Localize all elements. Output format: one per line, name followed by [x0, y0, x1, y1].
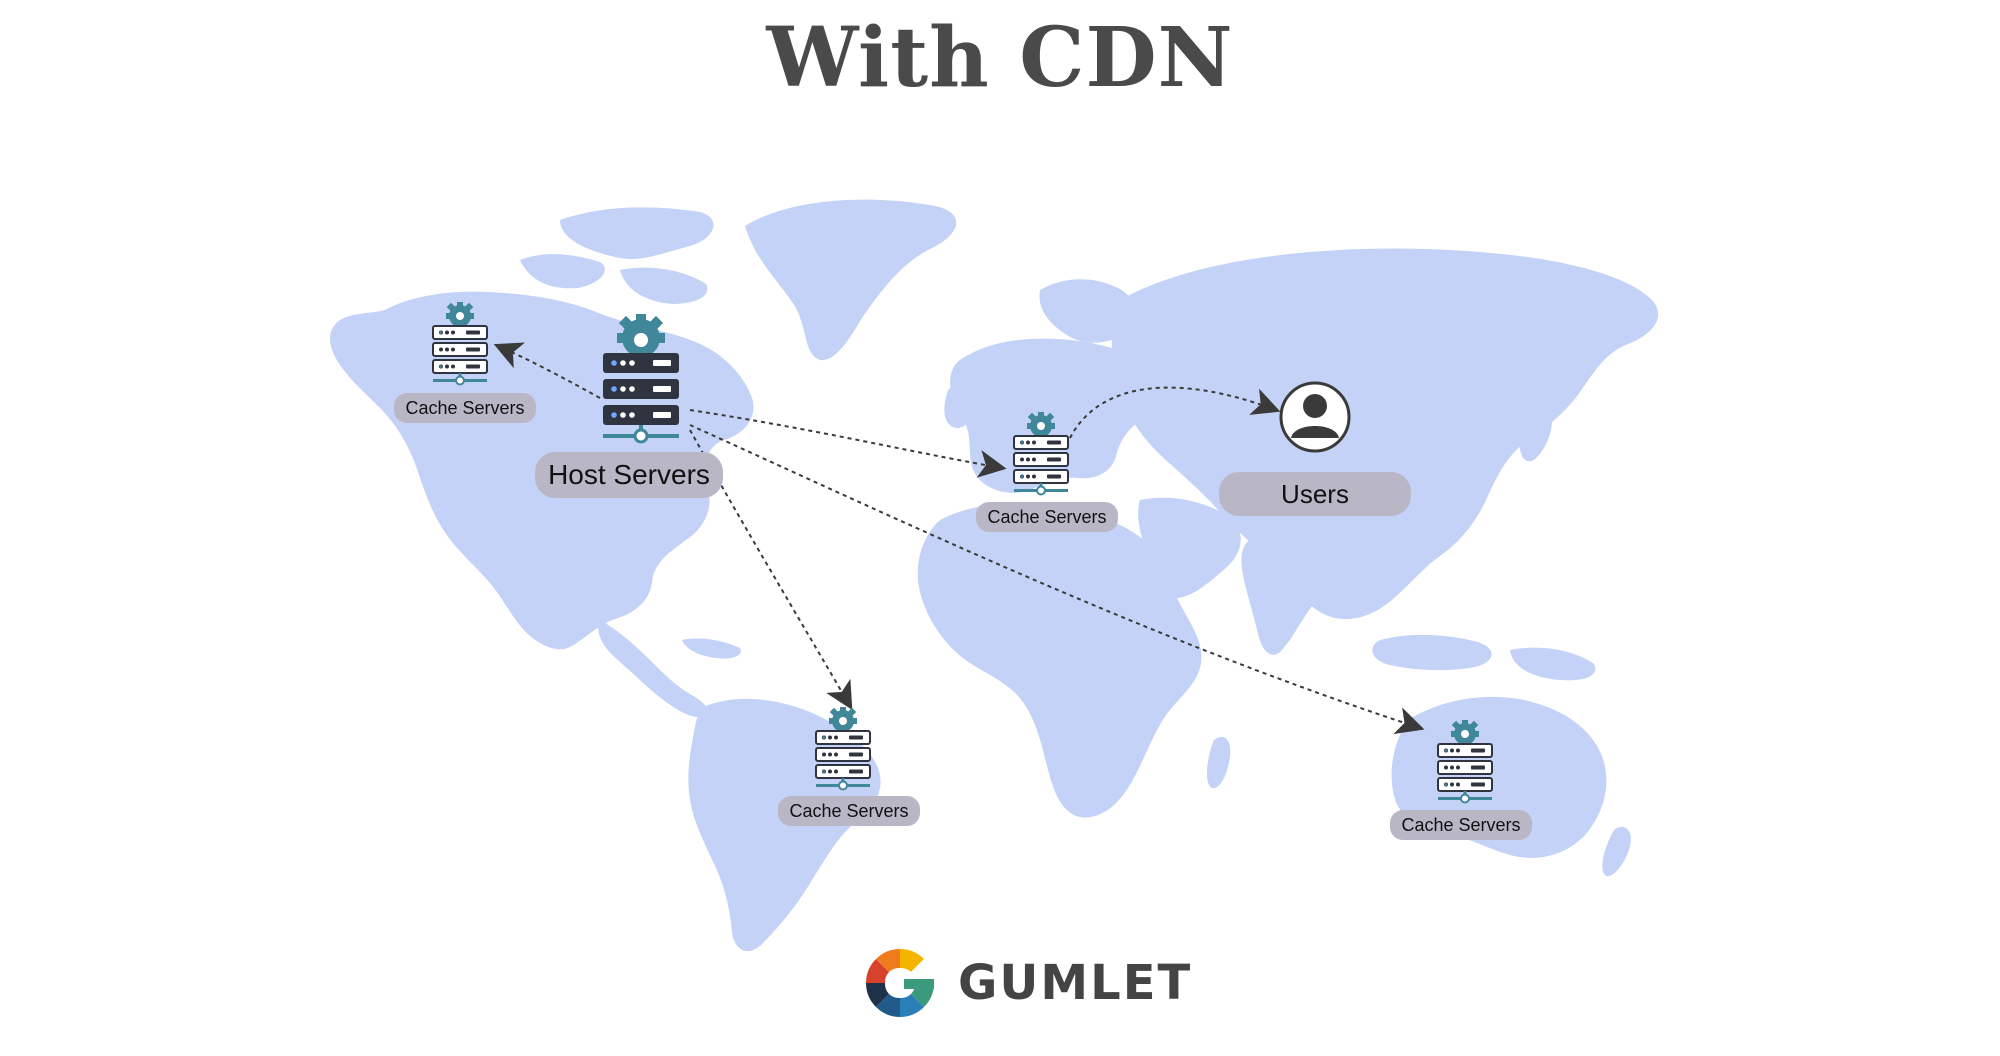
japan-landmass: [1519, 398, 1553, 462]
cache-node-australia: Cache Servers: [1390, 719, 1532, 840]
users-node: Users: [1219, 381, 1411, 516]
cache-label-bg: [976, 502, 1118, 532]
new-guinea-landmass: [1510, 647, 1596, 681]
host-servers-label: Host Servers: [548, 459, 710, 490]
cache-label-europe: Cache Servers: [987, 507, 1106, 527]
central-america-landmass: [598, 620, 709, 718]
cache-node-north-america: Cache Servers: [394, 301, 536, 423]
caribbean-islands: [682, 638, 741, 659]
new-zealand-landmass: [1602, 826, 1631, 877]
asia-landmass: [1111, 248, 1659, 620]
arctic-islands: [560, 207, 714, 260]
indonesia-islands: [1372, 634, 1492, 671]
madagascar-landmass: [1206, 736, 1231, 789]
cache-label-bg: [1390, 810, 1532, 840]
cache-label-bg: [778, 796, 920, 826]
arctic-island-2: [520, 254, 605, 289]
page-title: With CDN: [766, 10, 1234, 106]
host-servers-node: Host Servers: [535, 312, 723, 498]
cache-label-australia: Cache Servers: [1401, 815, 1520, 835]
cache-label-north-america: Cache Servers: [405, 398, 524, 418]
india-landmass: [1241, 537, 1325, 655]
africa-landmass: [917, 503, 1202, 818]
uk-landmass: [944, 384, 977, 428]
arrow-cache-europe-to-users: [1069, 386, 1281, 439]
gumlet-logo-icon: [866, 949, 934, 1017]
scandinavia-landmass: [1039, 279, 1136, 343]
users-label: Users: [1281, 479, 1349, 509]
host-servers-label-bg: [535, 452, 723, 498]
cache-node-europe: Cache Servers: [976, 411, 1118, 532]
cache-label-bg: [394, 393, 536, 423]
arrow-host-to-cache-europe: [689, 409, 1007, 478]
cache-node-south-america: Cache Servers: [778, 706, 920, 826]
cache-label-south-america: Cache Servers: [789, 801, 908, 821]
brand-name: GUMLET: [958, 955, 1193, 1011]
users-label-bg: [1219, 472, 1411, 516]
arabia-landmass: [1138, 497, 1241, 598]
user-icon: [1279, 381, 1351, 453]
greenland-landmass: [745, 199, 957, 361]
arctic-island-3: [620, 267, 708, 304]
